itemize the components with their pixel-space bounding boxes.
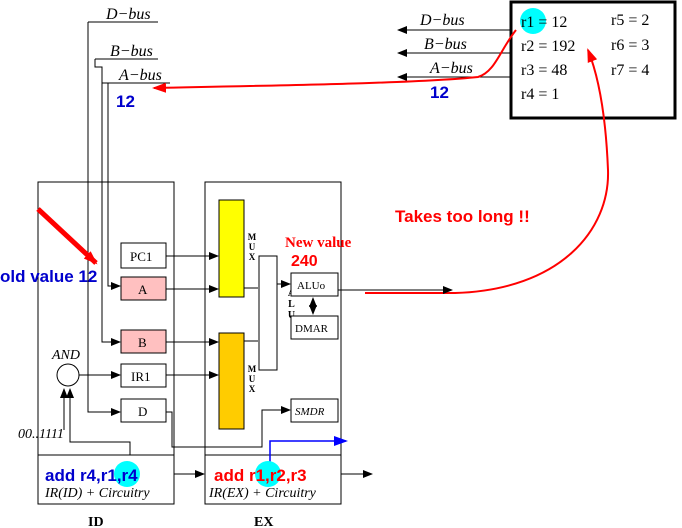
- dmar-register: [290, 315, 339, 340]
- ex-instr-post: ,r2,r3: [265, 466, 307, 485]
- dmar-label: DMAR: [295, 323, 329, 335]
- const-label: 00..1111: [18, 427, 64, 442]
- new-value-number: 240: [291, 253, 318, 270]
- reg-r6: r6 = 3: [611, 37, 649, 54]
- mux-bottom: [218, 332, 245, 430]
- left-b-bus-label: B−bus: [110, 43, 153, 60]
- reg-r7: r7 = 4: [611, 62, 649, 79]
- r1-highlight: [520, 8, 546, 34]
- smdr-label: SMDR: [295, 406, 325, 418]
- aluo-label: ALUo: [297, 280, 326, 292]
- left-a-bus-value: 12: [116, 92, 135, 111]
- left-a-bus-label: A−bus: [118, 67, 162, 84]
- id-instr-caption: IR(ID) + Circuitry: [44, 486, 150, 501]
- old-value-label: old value 12: [0, 267, 97, 286]
- d-to-smdr: [166, 406, 291, 448]
- and-gate: [56, 363, 80, 387]
- d-bus-wire: [87, 22, 121, 416]
- ex-instr-caption: IR(EX) + Circuitry: [208, 486, 317, 501]
- and-label: AND: [51, 348, 80, 363]
- alu-unit: [258, 255, 278, 371]
- right-bus-group: D−bus B−bus A−bus 12: [397, 12, 511, 102]
- right-a-bus-label: A−bus: [429, 60, 473, 77]
- red-writeback-curve: [365, 48, 610, 294]
- aluo-register: [290, 272, 339, 297]
- ex-stage-label: EX: [254, 515, 273, 528]
- ex-stage-box: [204, 181, 342, 505]
- smdr-register: [290, 398, 339, 423]
- right-d-bus-label: D−bus: [419, 12, 465, 29]
- ex-r1-highlight: [255, 461, 281, 487]
- left-d-bus-label: D−bus: [105, 6, 151, 23]
- takes-too-long-label: Takes too long !!: [395, 207, 530, 226]
- right-b-bus-label: B−bus: [424, 36, 467, 53]
- a-label: A: [138, 282, 148, 297]
- left-bus-group: D−bus B−bus A−bus 12: [88, 6, 170, 111]
- a-bus-wire: [107, 83, 121, 290]
- id-stage-label: ID: [88, 515, 104, 528]
- ex-instruction: add r1,r2,r3: [214, 466, 307, 485]
- old-value-red-arrow: [36, 207, 98, 265]
- id-instr-post: ,r4: [117, 466, 138, 485]
- reg-r2: r2 = 192: [521, 38, 575, 55]
- pc1-label: PC1: [130, 249, 152, 264]
- ex-instr-pre: add: [214, 466, 249, 485]
- id-instr-pre: add r4,: [45, 466, 101, 485]
- b-label: B: [138, 335, 147, 350]
- new-value-label: New value: [285, 235, 352, 251]
- pc1-register: [120, 242, 167, 269]
- mux-top: [218, 199, 245, 298]
- id-instruction: add r4,r1,r4: [45, 466, 138, 485]
- ir-id-feedback-wire: [69, 430, 131, 455]
- reg-r3: r3 = 48: [521, 62, 567, 79]
- d-register: [120, 398, 167, 423]
- id-stage-box: [37, 181, 175, 505]
- ex-r1-blue-arrow: [269, 436, 348, 466]
- reg-r1: r1 = 12: [521, 14, 567, 31]
- red-forward-arrow: [152, 29, 517, 93]
- right-a-bus-value: 12: [430, 83, 449, 102]
- ex-instr-r1: r1: [249, 466, 265, 485]
- id-r1-highlight: [114, 461, 140, 487]
- reg-r5: r5 = 2: [611, 12, 649, 29]
- b-bus-wire: [94, 59, 121, 346]
- id-instr-r1: r1: [101, 466, 117, 485]
- d-label: D: [138, 404, 147, 419]
- ir1-label: IR1: [131, 369, 151, 384]
- reg-r4: r4 = 1: [521, 86, 559, 103]
